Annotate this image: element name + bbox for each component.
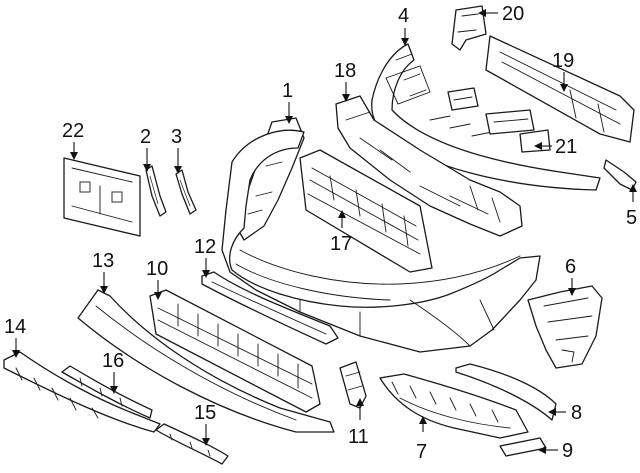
part-5-bracket [603, 159, 637, 191]
leader-lines [12, 9, 637, 454]
part-11-bracket [339, 361, 367, 409]
callout-labels: 1 2 3 4 5 6 7 8 9 10 11 12 13 14 15 16 1… [4, 3, 637, 463]
callout-20: 20 [502, 3, 524, 25]
callout-12: 12 [194, 236, 216, 258]
bumper-cover [221, 129, 541, 353]
callout-6: 6 [565, 256, 576, 278]
part-15-lower-trim [155, 423, 229, 465]
callout-18: 18 [334, 60, 356, 82]
part-2-trim [145, 165, 167, 217]
part-20-clip [451, 5, 487, 51]
callout-11: 11 [348, 426, 369, 448]
callout-19: 19 [552, 50, 574, 72]
callout-4: 4 [398, 5, 409, 27]
callout-16: 16 [102, 350, 124, 372]
part-10-lower-grille [149, 289, 321, 413]
part-3-trim [175, 169, 197, 215]
callout-15: 15 [194, 402, 216, 424]
part-22-plate-bracket [63, 157, 141, 237]
callout-13: 13 [92, 250, 114, 272]
part-18-reinforcement [335, 95, 523, 237]
part-9-small-strip [499, 437, 547, 457]
callout-22: 22 [62, 120, 84, 142]
callout-5: 5 [626, 207, 637, 229]
part-12-molding [201, 271, 339, 345]
part-7-fog-surround [379, 373, 529, 439]
part-13-lower-spoiler [77, 289, 335, 433]
part-19-upper-strip [485, 35, 635, 143]
callout-7: 7 [416, 441, 427, 463]
part-16-trim [61, 365, 153, 419]
part-6-side-bracket [527, 285, 603, 369]
callout-14: 14 [4, 316, 26, 338]
callout-17: 17 [330, 233, 352, 255]
callout-8: 8 [571, 402, 582, 424]
callout-9: 9 [562, 440, 573, 462]
part-14-left-trim [3, 351, 161, 433]
callout-1: 1 [282, 80, 293, 102]
callout-3: 3 [171, 126, 182, 148]
callout-2: 2 [140, 126, 151, 148]
callout-21: 21 [555, 136, 577, 158]
part-21-inner-blocks [447, 87, 551, 153]
part-8-side-trim [455, 363, 557, 421]
callout-10: 10 [146, 258, 168, 280]
part-17-center-panel [299, 149, 433, 273]
